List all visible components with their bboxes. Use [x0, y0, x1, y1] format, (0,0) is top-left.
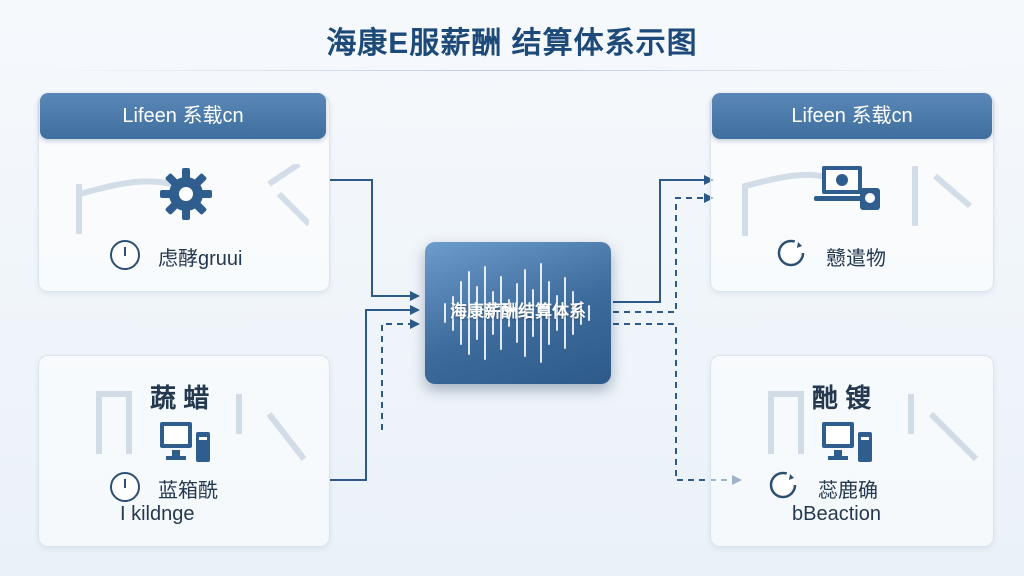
connector-top-left — [330, 179, 420, 301]
connector-top-right — [613, 175, 714, 303]
refresh-icon — [769, 471, 797, 499]
panel-header-top-left: Lifeen 系载cn — [40, 93, 326, 139]
refresh-icon — [777, 239, 805, 267]
connector-mid-left — [381, 319, 420, 430]
monitor-icon — [822, 422, 872, 462]
gear-icon — [160, 168, 212, 220]
clock-icon — [110, 240, 140, 270]
center-system-box: 海康薪酬结算体系 — [425, 242, 611, 384]
faded-decoration — [76, 164, 309, 234]
waveform-graphic — [444, 263, 590, 363]
panel-bottom-right-row-label: 蕊鹿确 — [818, 480, 878, 502]
connector-bottom-left — [330, 305, 420, 481]
panel-bottom-left-heading: 蔬 蜡 — [150, 383, 210, 413]
panel-bottom-right — [710, 355, 994, 547]
panel-bottom-left — [38, 355, 330, 547]
monitor-icon — [160, 422, 210, 462]
panel-bottom-right-sub-label: bBeaction — [792, 503, 881, 525]
panel-bottom-left-sub-label: I kildnge — [120, 503, 195, 525]
faded-decoration — [96, 391, 307, 461]
panel-top-right-row-label: 戆遣物 — [826, 248, 886, 270]
panel-bottom-left-row-label: 蓝箱酰 — [158, 480, 218, 502]
center-system-label: 海康薪酬结算体系 — [450, 302, 586, 321]
panel-bottom-right-heading: 酏 锼 — [812, 383, 872, 413]
panel-header-top-right: Lifeen 系载cn — [712, 93, 992, 139]
panel-top-left-row-label: 虑酵gruui — [158, 248, 243, 270]
connector-mid-right — [613, 193, 714, 313]
faded-decoration — [768, 391, 979, 462]
clock-icon — [110, 472, 140, 502]
diagram-title: 海康E服薪酬 结算体系示图 — [326, 27, 698, 60]
title-divider — [40, 70, 984, 71]
laptop-icon — [814, 166, 880, 210]
